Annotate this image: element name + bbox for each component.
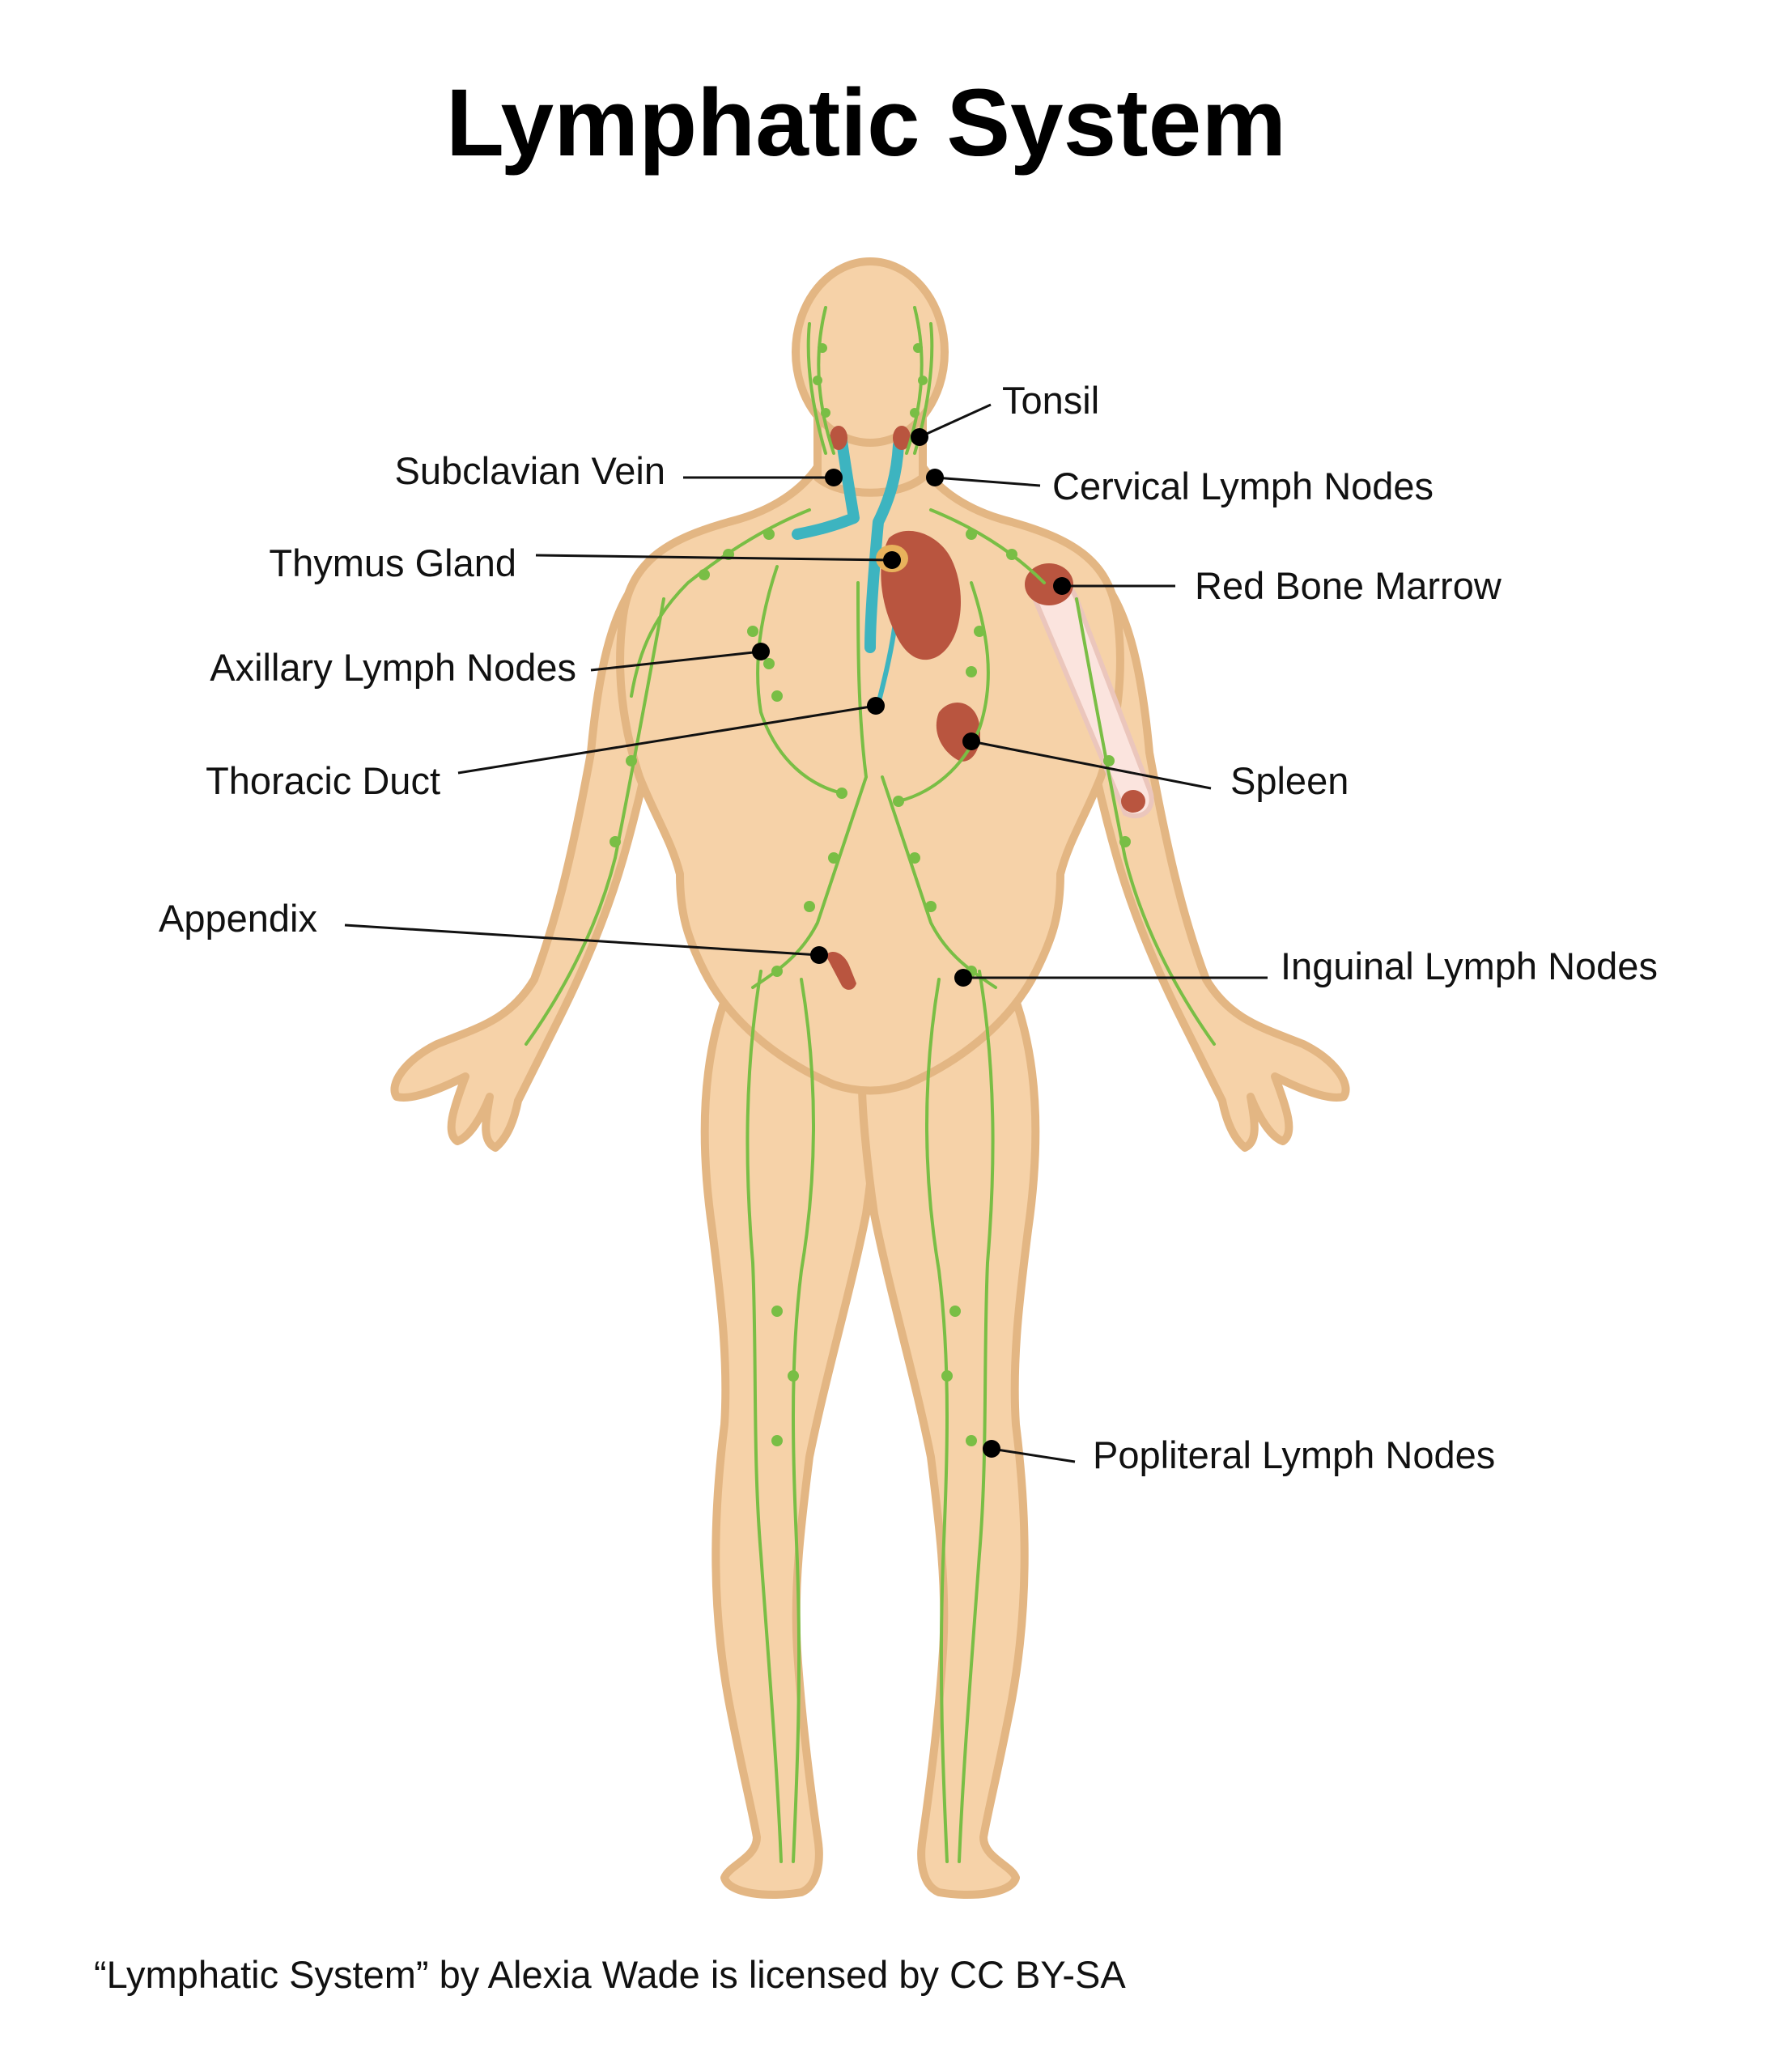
label-appendix: Appendix — [159, 897, 317, 940]
label-thymus-gland: Thymus Gland — [269, 541, 516, 584]
pin-red-bone-marrow — [1053, 577, 1071, 595]
leader-spleen — [971, 740, 1212, 790]
right-arm — [1073, 554, 1350, 1152]
figure-title: Lymphatic System — [446, 70, 1286, 176]
lymph-nodes — [610, 343, 1131, 1446]
leader-thymus-gland — [535, 554, 893, 562]
label-axillary-lymph-nodes: Axillary Lymph Nodes — [210, 646, 576, 689]
label-tonsil: Tonsil — [1002, 379, 1099, 422]
leader-popliteral-lymph-nodes — [991, 1447, 1076, 1463]
label-inguinal-lymph-nodes: Inguinal Lymph Nodes — [1281, 945, 1658, 987]
pin-appendix — [810, 946, 828, 964]
pin-thoracic-duct — [867, 697, 885, 715]
label-spleen: Spleen — [1230, 759, 1349, 802]
leader-appendix — [344, 923, 820, 957]
bone-marrow-end — [1121, 790, 1145, 813]
pin-thymus-gland — [883, 551, 901, 569]
tonsil-right — [893, 426, 911, 450]
leader-axillary-lymph-nodes — [590, 650, 762, 672]
appendix — [826, 951, 856, 990]
label-thoracic-duct: Thoracic Duct — [206, 759, 440, 802]
pin-cervical-lymph-nodes — [926, 469, 944, 486]
labels: Tonsil Subclavian Vein Cervical Lymph No… — [159, 379, 1658, 1476]
subclavian-vein-left — [792, 435, 860, 540]
license-credit: “Lymphatic System” by Alexia Wade is lic… — [94, 1953, 1126, 1996]
label-popliteral-lymph-nodes: Popliteral Lymph Nodes — [1093, 1433, 1495, 1476]
tonsil-left — [830, 426, 847, 450]
lymph-vessels — [525, 306, 1216, 1863]
subclavian-vein-right — [864, 439, 904, 653]
pin-subclavian-vein — [825, 469, 843, 486]
torso — [616, 449, 1124, 1095]
label-subclavian-vein: Subclavian Vein — [395, 449, 665, 492]
leader-cervical-lymph-nodes — [934, 476, 1041, 487]
leader-thoracic-duct — [457, 704, 877, 775]
head — [792, 257, 949, 447]
pin-axillary-lymph-nodes — [752, 643, 770, 660]
pin-inguinal-lymph-nodes — [954, 969, 972, 987]
label-red-bone-marrow: Red Bone Marrow — [1195, 564, 1502, 607]
pin-tonsil — [911, 428, 928, 446]
label-cervical-lymph-nodes: Cervical Lymph Nodes — [1052, 465, 1434, 507]
pin-spleen — [962, 732, 980, 750]
leader-tonsil — [919, 403, 992, 439]
pin-popliteral-lymph-nodes — [983, 1440, 1000, 1458]
left-arm — [390, 554, 668, 1152]
